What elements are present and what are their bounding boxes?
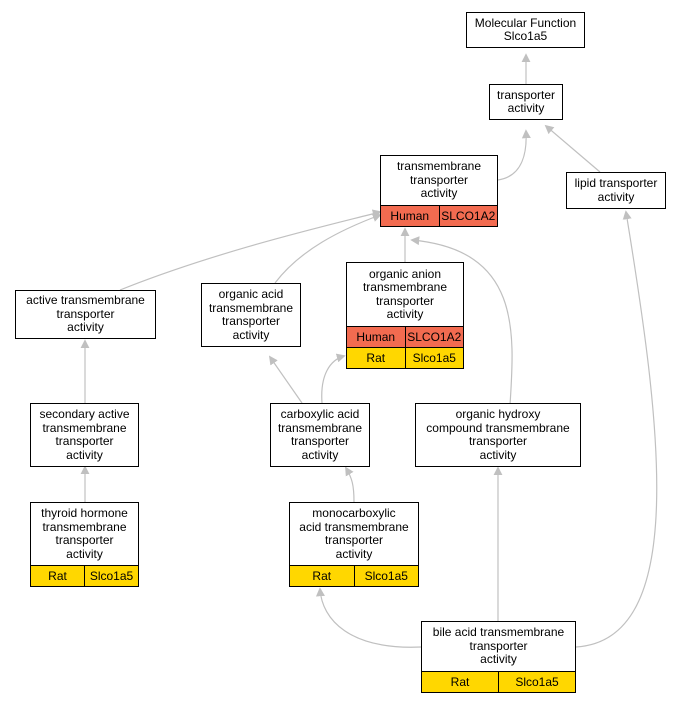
species-cell: Human	[356, 330, 396, 344]
node-transmembrane-transporter-activity[interactable]: transmembrane transporter activity Human…	[380, 155, 498, 227]
node-lipid-transporter-activity[interactable]: lipid transporter activity	[566, 172, 666, 209]
edge-caa-to-oata	[268, 355, 303, 404]
edge-bile-to-mca	[315, 587, 422, 648]
node-carboxylic-acid-transmembrane-transporter-activity[interactable]: carboxylic acid transmembrane transporte…	[270, 403, 370, 467]
node-secondary-active-transmembrane-transporter-activity[interactable]: secondary active transmembrane transport…	[30, 403, 139, 467]
edge-mca-to-caa	[345, 466, 355, 503]
node-organic-anion-transmembrane-transporter-activity[interactable]: organic anion transmembrane transporter …	[346, 262, 464, 369]
node-label: Molecular Function Slco1a5	[474, 15, 577, 43]
gene-cell: Slco1a5	[353, 566, 419, 586]
gene-cell: Slco1a5	[84, 566, 138, 586]
edge-tmta-to-ta	[497, 129, 531, 181]
annotation-row-rat: Rat Slco1a5	[31, 565, 138, 586]
annotation-row-rat: Rat Slco1a5	[422, 671, 575, 692]
node-label: transmembrane transporter activity	[396, 159, 482, 201]
node-label: monocarboxylic acid transmembrane transp…	[299, 506, 409, 561]
gene-cell: Slco1a5	[404, 348, 464, 368]
edge-ohc-to-tmta	[410, 236, 513, 406]
annotation-row-rat: Rat Slco1a5	[347, 347, 463, 368]
edge-lta-to-ta	[544, 124, 601, 173]
node-active-transmembrane-transporter-activity[interactable]: active transmembrane transporter activit…	[15, 290, 156, 339]
edge-atta-to-tmta	[119, 209, 382, 291]
edge-bile-to-lta	[575, 210, 658, 648]
node-label: organic hydroxy compound transmembrane t…	[426, 407, 570, 462]
species-cell: Rat	[450, 675, 470, 689]
node-label: bile acid transmembrane transporter acti…	[432, 625, 565, 667]
annotation-row-human: Human SLCO1A2	[347, 326, 463, 347]
node-label: carboxylic acid transmembrane transporte…	[277, 407, 363, 462]
edge-oata-to-tmta	[274, 213, 382, 284]
node-label: secondary active transmembrane transport…	[39, 407, 130, 462]
node-organic-acid-transmembrane-transporter-activity[interactable]: organic acid transmembrane transporter a…	[201, 283, 301, 347]
node-monocarboxylic-acid-transmembrane-transporter-activity[interactable]: monocarboxylic acid transmembrane transp…	[289, 502, 419, 587]
node-label: transporter activity	[496, 87, 556, 115]
annotation-row-human: Human SLCO1A2	[381, 205, 497, 226]
node-organic-hydroxy-compound-transmembrane-transporter-activity[interactable]: organic hydroxy compound transmembrane t…	[415, 403, 581, 467]
node-label: organic acid transmembrane transporter a…	[208, 287, 294, 342]
annotation-row-rat: Rat Slco1a5	[290, 565, 418, 586]
edge-caa-to-oaa	[321, 353, 346, 404]
gene-cell: SLCO1A2	[438, 206, 498, 226]
species-cell: Human	[390, 209, 430, 223]
node-label: lipid transporter activity	[574, 176, 658, 204]
node-bile-acid-transmembrane-transporter-activity[interactable]: bile acid transmembrane transporter acti…	[421, 621, 576, 693]
node-molecular-function[interactable]: Molecular Function Slco1a5	[466, 12, 585, 48]
species-cell: Rat	[312, 569, 332, 583]
species-cell: Rat	[48, 569, 67, 583]
node-transporter-activity[interactable]: transporter activity	[489, 84, 563, 120]
node-label: active transmembrane transporter activit…	[26, 293, 145, 335]
node-label: organic anion transmembrane transporter …	[362, 266, 448, 321]
gene-cell: SLCO1A2	[404, 327, 464, 347]
gene-cell: Slco1a5	[498, 672, 575, 692]
species-cell: Rat	[366, 351, 386, 365]
node-label: thyroid hormone transmembrane transporte…	[41, 506, 128, 561]
node-thyroid-hormone-transmembrane-transporter-activity[interactable]: thyroid hormone transmembrane transporte…	[30, 502, 139, 587]
